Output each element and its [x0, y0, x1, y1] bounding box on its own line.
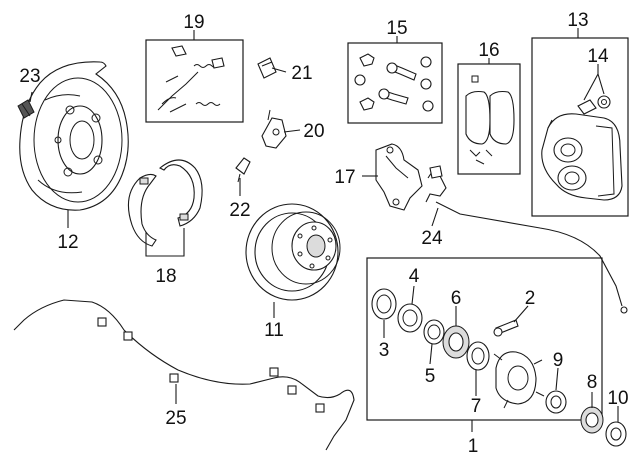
- brake-pads-parts: [465, 75, 515, 165]
- callout-25: 25: [165, 408, 186, 429]
- pin-part: [235, 157, 251, 183]
- hub-seal-part-3: [371, 288, 397, 320]
- callout-16: 16: [478, 40, 499, 61]
- lever-bracket-part: [261, 109, 287, 149]
- seal-part-4: [397, 303, 423, 333]
- brake-rotor-part: [245, 203, 341, 301]
- group-box-1: [366, 257, 603, 421]
- rubber-bumper-part: [17, 99, 35, 119]
- wheel-stud-part-2: [493, 319, 519, 337]
- adjuster-clip-part: [257, 57, 277, 79]
- callout-14: 14: [587, 46, 609, 67]
- brake-caliper-part: [541, 113, 623, 201]
- callout-24: 24: [421, 228, 443, 249]
- callout-6: 6: [451, 288, 462, 309]
- callout-3: 3: [379, 340, 390, 361]
- callout-19: 19: [183, 12, 204, 33]
- parking-brake-shoes-part: [127, 159, 203, 247]
- caliper-pins-parts: [577, 95, 611, 115]
- brake-hose-part: [425, 165, 628, 314]
- callout-5: 5: [425, 366, 436, 387]
- leader-lines: [29, 28, 619, 432]
- callout-10: 10: [607, 388, 628, 409]
- hardware-kit-parts: [157, 45, 225, 113]
- callout-8: 8: [587, 372, 598, 393]
- race-part-5: [423, 319, 445, 345]
- callout-22: 22: [229, 200, 250, 221]
- callout-17: 17: [334, 167, 355, 188]
- callout-23: 23: [19, 66, 40, 87]
- caliper-bracket-part: [375, 143, 423, 211]
- hub-part: [493, 351, 545, 409]
- callout-9: 9: [553, 350, 564, 371]
- callout-11: 11: [264, 320, 284, 341]
- callout-20: 20: [303, 121, 324, 142]
- group-box-19: [145, 39, 244, 123]
- bearing-part-6: [442, 325, 470, 359]
- caliper-bolts-parts: [354, 53, 434, 112]
- group-box-13: [531, 37, 629, 217]
- bearing-part-8: [580, 406, 604, 434]
- seal-part-9: [545, 390, 567, 414]
- callout-13: 13: [567, 10, 588, 31]
- race-part-7: [466, 341, 490, 371]
- callout-7: 7: [471, 396, 482, 417]
- dust-shield-part: [19, 61, 129, 211]
- callout-1: 1: [468, 436, 479, 457]
- callout-12: 12: [57, 232, 78, 253]
- group-box-15: [347, 42, 443, 124]
- callout-18: 18: [155, 266, 176, 287]
- callout-2: 2: [525, 288, 536, 309]
- callout-4: 4: [409, 266, 420, 287]
- callout-21: 21: [291, 63, 312, 84]
- abs-sensor-harness-part: [13, 299, 355, 451]
- seal-part-10: [605, 421, 627, 447]
- callout-15: 15: [386, 18, 407, 39]
